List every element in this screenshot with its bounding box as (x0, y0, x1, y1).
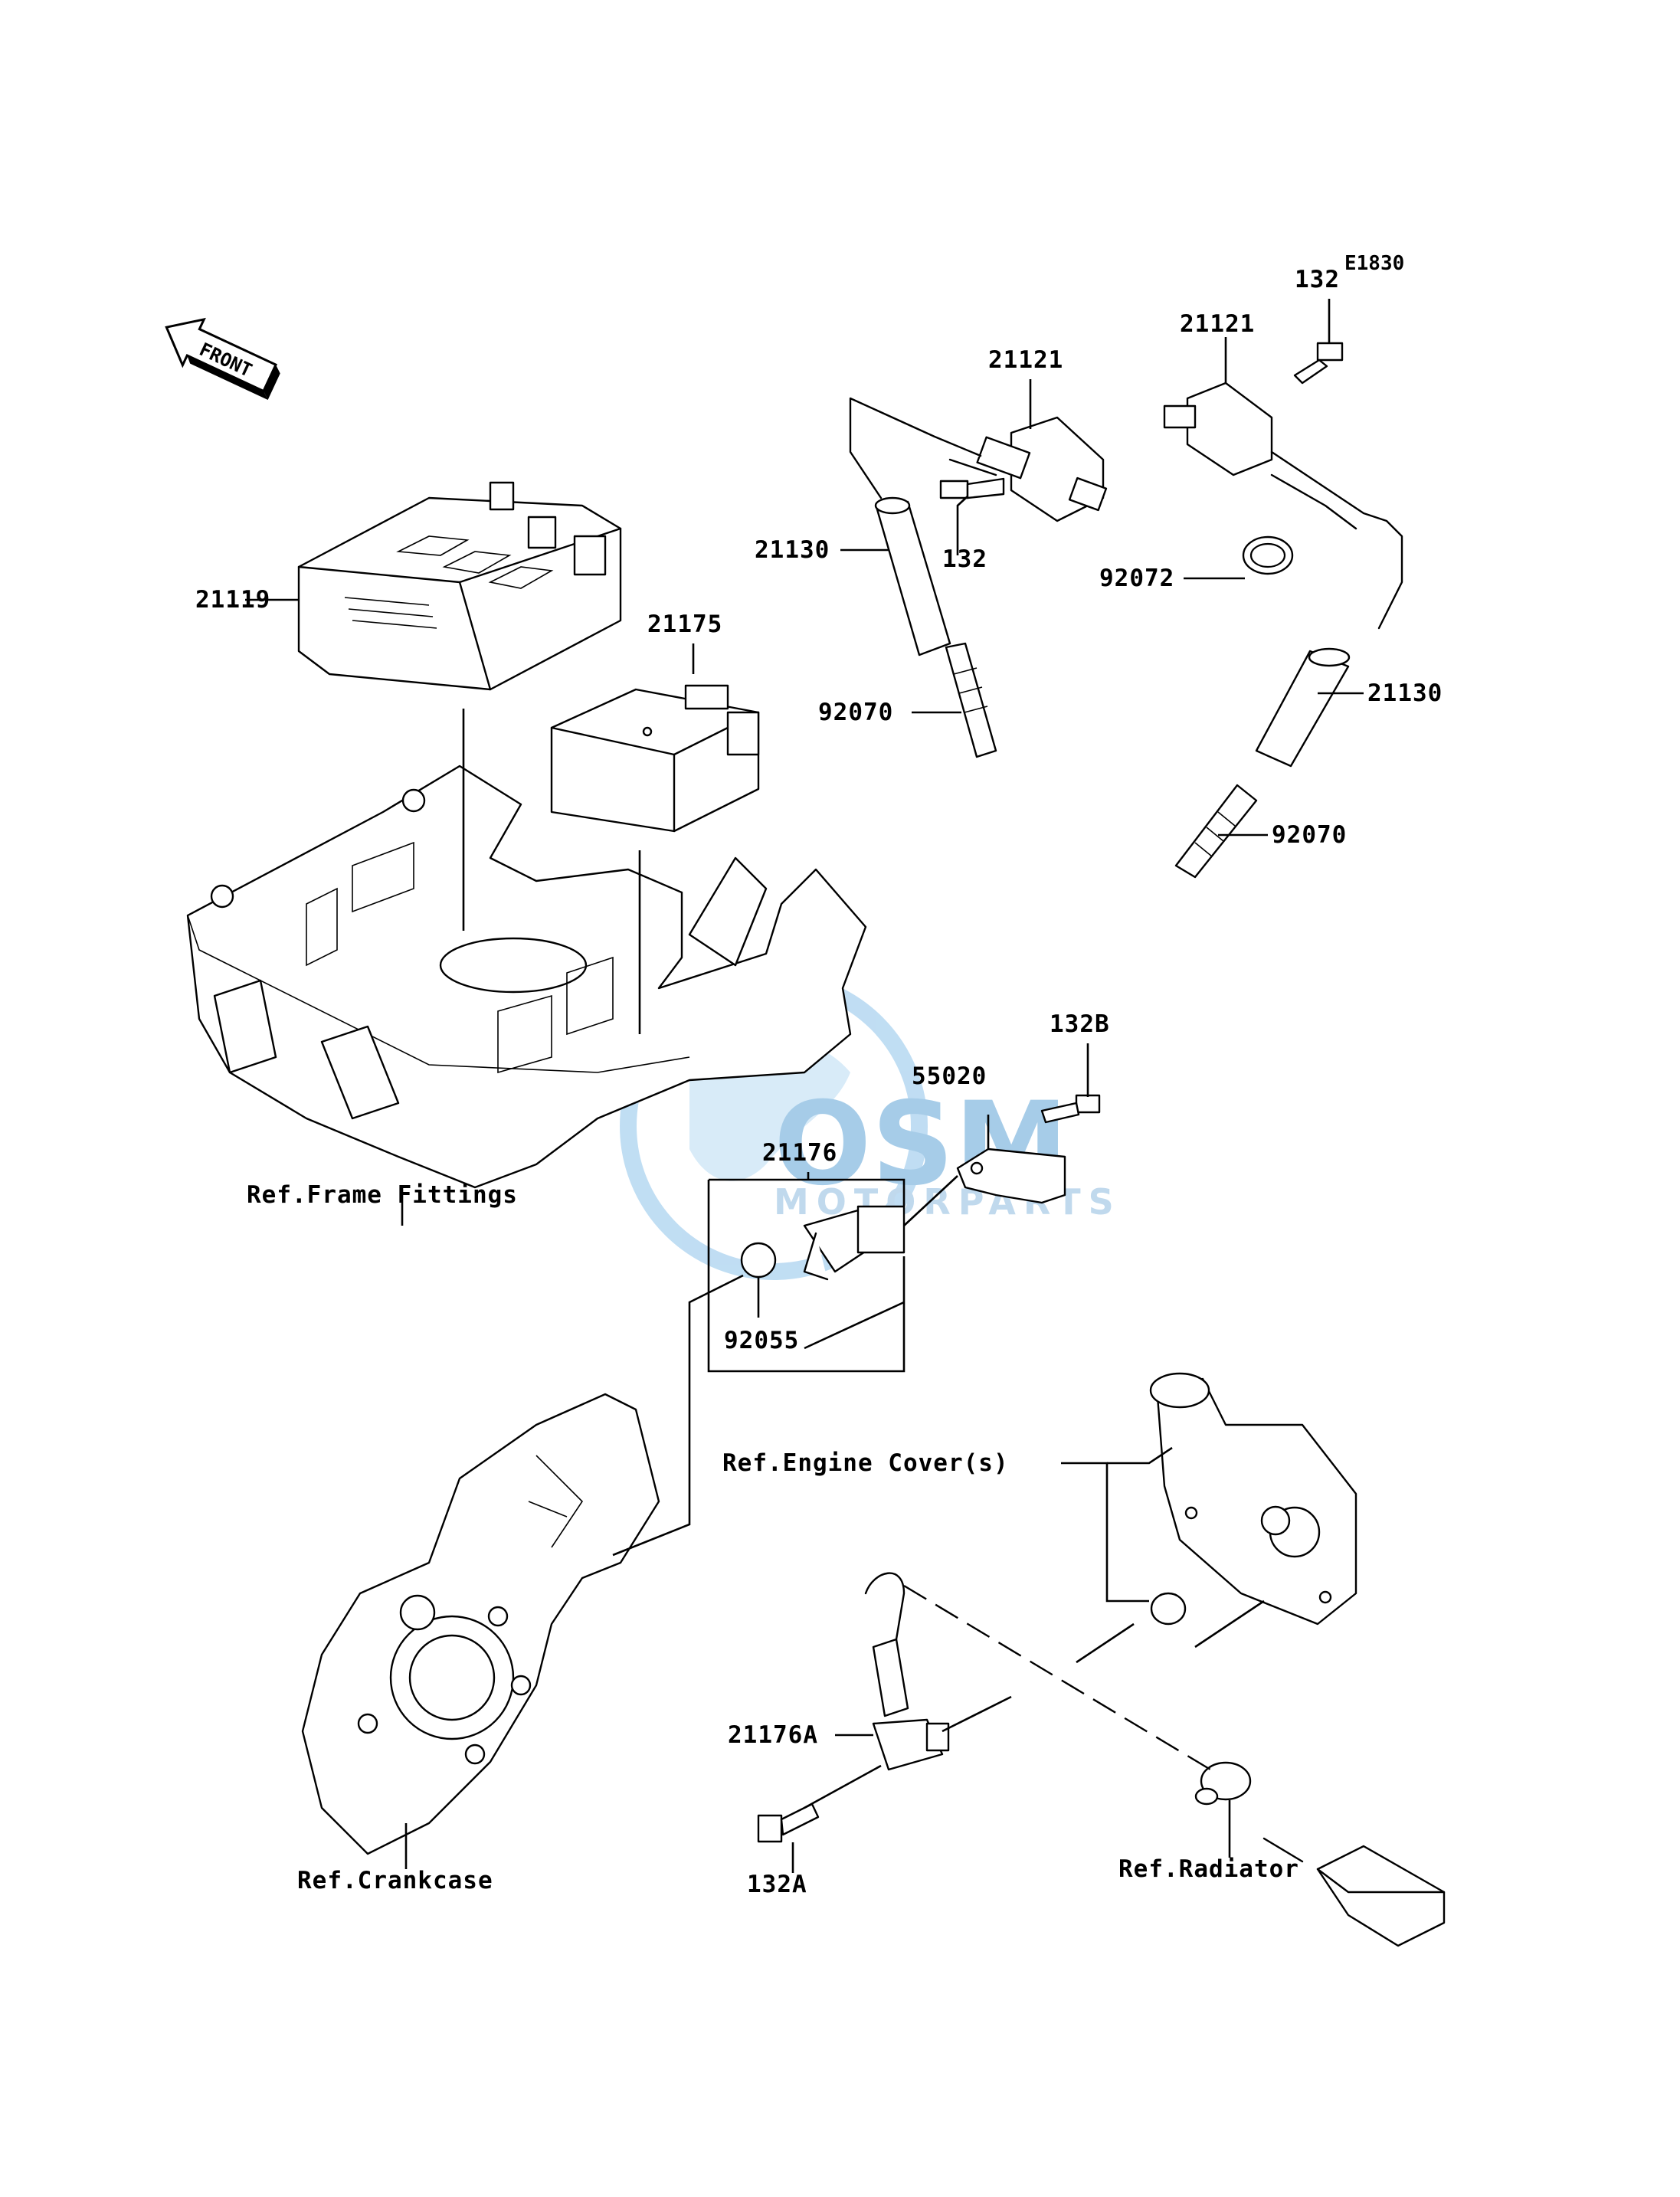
reference-labels: Ref.Frame Fittings Ref.Engine Cover(s) R… (247, 1181, 1299, 1894)
ref-crankcase: Ref.Crankcase (297, 1867, 493, 1894)
sensor-21176 (803, 1205, 905, 1281)
label-132-left: 132 (942, 545, 987, 573)
ecu-unit (297, 481, 622, 691)
label-21119: 21119 (195, 586, 270, 614)
label-21130-left: 21130 (755, 536, 830, 564)
ref-radiator: Ref.Radiator (1118, 1855, 1299, 1883)
label-21176A: 21176A (728, 1721, 818, 1749)
diagram-code: E1830 (1344, 252, 1404, 275)
label-92072: 92072 (1099, 565, 1174, 592)
bracket-55020 (956, 1148, 1066, 1204)
label-92070-left: 92070 (818, 699, 893, 726)
engine-cover-ref (1149, 1372, 1357, 1626)
ignition-coil-right (1163, 381, 1403, 630)
oring-92055 (740, 1242, 777, 1279)
label-132-right: 132 (1295, 266, 1340, 293)
label-92055: 92055 (724, 1327, 799, 1354)
label-132B: 132B (1050, 1010, 1110, 1038)
ignition-coil-left (849, 397, 1108, 522)
igniter-unit (550, 684, 760, 833)
part-labels: 21119 21175 21121 132 21130 92070 21121 … (195, 266, 1443, 1898)
plug-cap-right (1255, 647, 1351, 768)
watermark-sub: MOTORPARTS (774, 1181, 1122, 1223)
clamp-92072 (1242, 535, 1294, 575)
front-arrow-icon: FRONT (165, 317, 280, 400)
radiator-connector (1262, 1837, 1446, 1947)
bolt-132-right (1293, 342, 1344, 385)
label-132A: 132A (747, 1871, 807, 1898)
label-21121-right: 21121 (1180, 310, 1255, 338)
spark-plug-left (945, 642, 997, 758)
radiator-clamp (1194, 1761, 1252, 1806)
spark-plug-right (1174, 784, 1258, 879)
label-21130-right: 21130 (1367, 679, 1443, 707)
label-21176: 21176 (762, 1139, 837, 1167)
leader-lines (245, 299, 1364, 1873)
label-55020: 55020 (912, 1062, 987, 1090)
label-92070-right: 92070 (1272, 821, 1347, 849)
sensor-21176A (864, 1572, 950, 1771)
crankcase-ref (301, 1393, 660, 1855)
plug-cap-left (874, 496, 951, 656)
frame-tray (186, 765, 867, 1189)
label-21175: 21175 (647, 611, 722, 638)
label-21121-left: 21121 (988, 346, 1063, 374)
bolt-132A (757, 1802, 820, 1843)
ref-frame-fittings: Ref.Frame Fittings (247, 1181, 518, 1209)
ref-engine-cover: Ref.Engine Cover(s) (722, 1449, 1009, 1477)
bolt-132-left (939, 477, 1005, 499)
